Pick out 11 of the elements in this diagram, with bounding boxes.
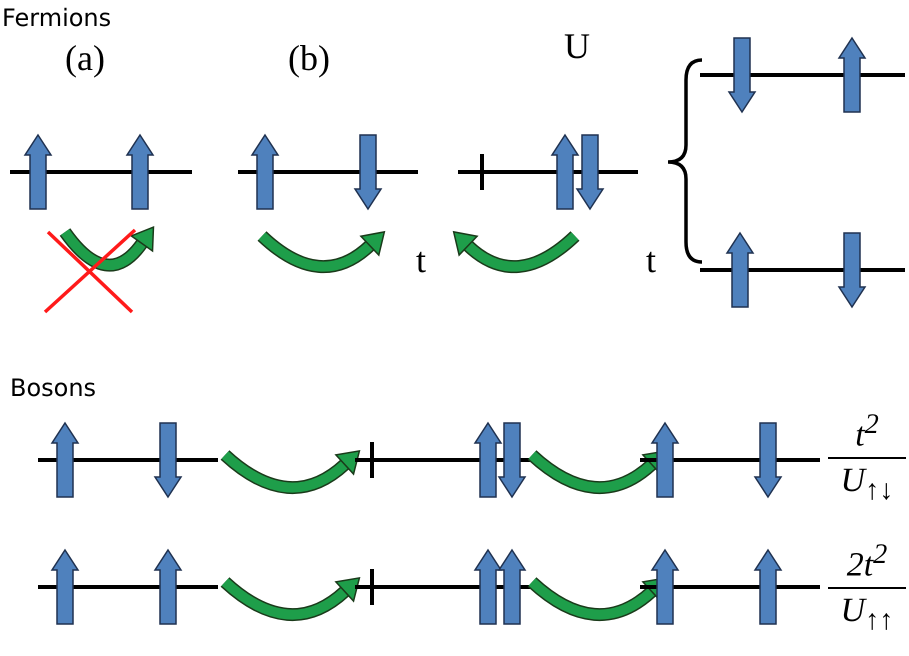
section-heading: Fermions [2, 6, 112, 30]
fraction-numerator: t$^{2}$ [855, 410, 879, 454]
panel-label: (b) [288, 40, 330, 76]
panel-label: (a) [65, 40, 105, 76]
hopping-label: t [646, 242, 656, 278]
fraction-denominator: U$_{↑↑}$ [840, 593, 894, 636]
interaction-label: U [564, 28, 590, 64]
fraction-denominator: U$_{↑↓}$ [840, 463, 894, 506]
section-heading: Bosons [10, 376, 96, 400]
hopping-label: t [416, 242, 426, 278]
fraction-numerator: 2t$^{2}$ [846, 540, 888, 584]
